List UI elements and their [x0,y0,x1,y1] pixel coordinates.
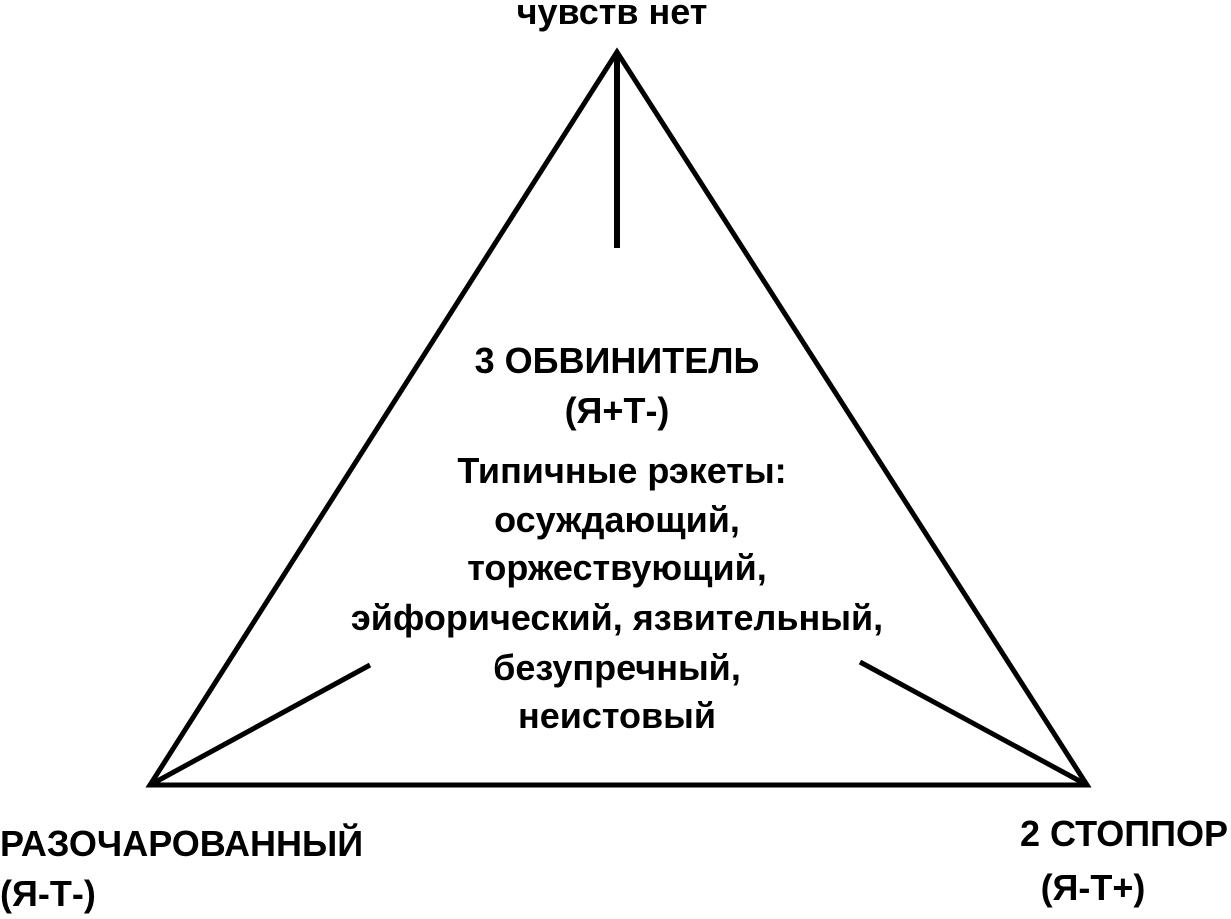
rackets-heading: Типичные рэкеты: [457,450,786,491]
left-connector-line [148,662,372,788]
racket-line: неистовый [518,695,716,736]
bottom-right-code: (Я-Т+) [1041,867,1146,908]
racket-line: торжествующий, [467,547,767,588]
racket-line: осуждающий, [494,499,740,540]
center-code: (Я+Т-) [565,390,670,431]
bottom-right-title: 2 СТОППОР [1020,813,1228,854]
right-connector-line [858,659,1089,788]
bottom-left-title: РАЗОЧАРОВАННЫЙ [0,822,363,864]
center-title: 3 ОБВИНИТЕЛЬ [475,340,760,381]
bottom-left-code: (Я-Т-) [0,873,96,914]
racket-line: безупречный, [493,647,741,688]
triangle-outline [145,47,1092,788]
racket-line: эйфорический, язвительный, [351,597,883,638]
top-label: чувств нет [517,0,708,32]
